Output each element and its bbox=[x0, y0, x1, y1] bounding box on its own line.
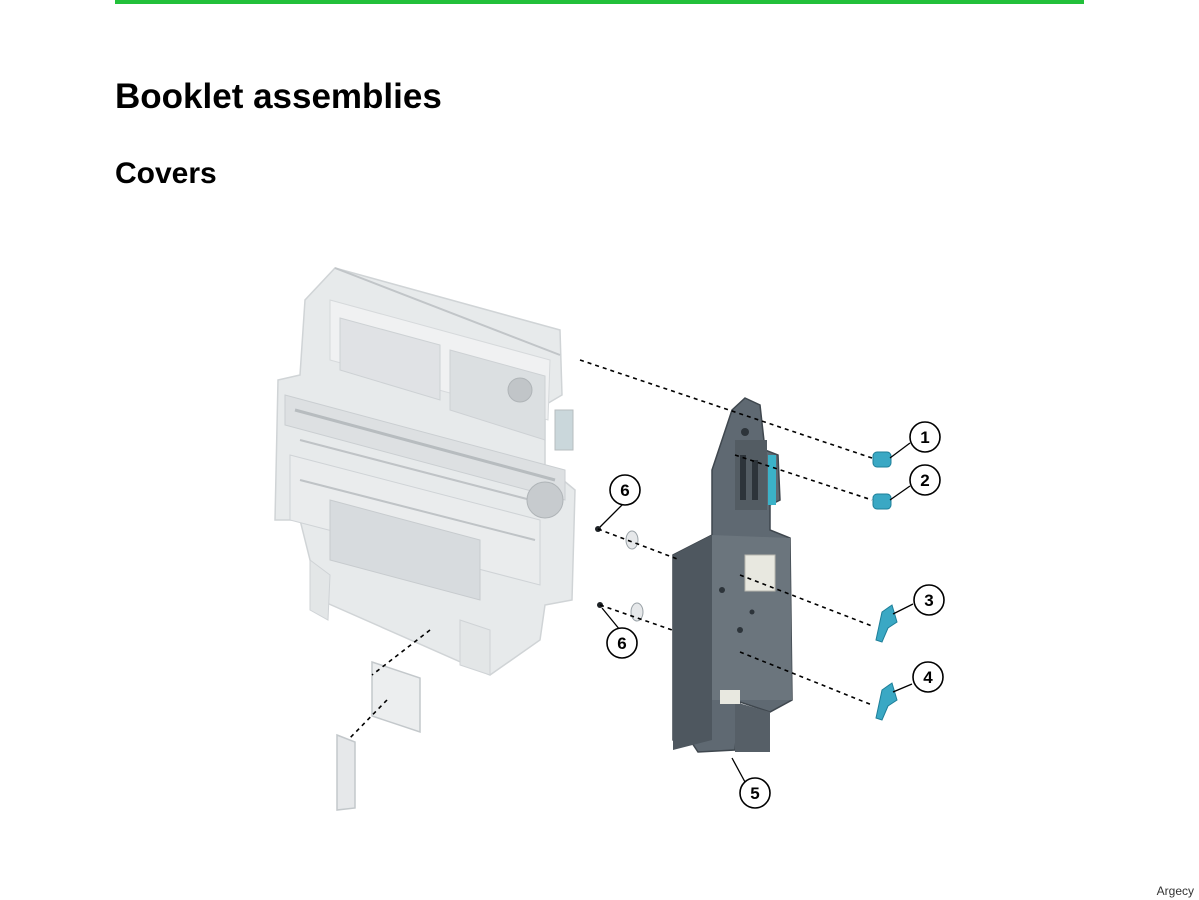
callout-3: 3 bbox=[913, 584, 945, 616]
knob-parts bbox=[872, 451, 898, 721]
knob-3 bbox=[875, 604, 898, 643]
svg-text:6: 6 bbox=[620, 481, 629, 500]
callout-2: 2 bbox=[909, 464, 941, 496]
knob-2 bbox=[872, 493, 892, 510]
footer-brand: Argecy bbox=[1156, 884, 1194, 898]
callout-6-lower: 6 bbox=[606, 627, 638, 659]
knob-1 bbox=[872, 451, 892, 468]
svg-text:3: 3 bbox=[924, 591, 933, 610]
svg-text:2: 2 bbox=[920, 471, 929, 490]
small-cover-plates bbox=[336, 660, 421, 811]
section-title: Covers bbox=[115, 157, 217, 190]
callout-4: 4 bbox=[912, 661, 944, 693]
callout-1: 1 bbox=[909, 421, 941, 453]
page-title: Booklet assemblies bbox=[115, 77, 442, 116]
exploded-view-dashed-lines bbox=[347, 359, 873, 741]
exploded-parts-diagram: 1 2 3 4 5 6 6 bbox=[274, 267, 945, 811]
svg-text:1: 1 bbox=[920, 428, 929, 447]
callout-6-upper: 6 bbox=[609, 474, 641, 506]
booklet-frame-illustration bbox=[274, 267, 576, 676]
top-accent-rule bbox=[115, 0, 1084, 4]
fasteners-part-6 bbox=[595, 526, 644, 622]
svg-text:4: 4 bbox=[923, 668, 933, 687]
svg-text:5: 5 bbox=[750, 784, 759, 803]
callout-connectors bbox=[599, 442, 914, 783]
callout-5: 5 bbox=[739, 777, 771, 809]
knob-4 bbox=[875, 682, 898, 721]
svg-text:6: 6 bbox=[617, 634, 626, 653]
booklet-cover-part bbox=[672, 397, 793, 753]
